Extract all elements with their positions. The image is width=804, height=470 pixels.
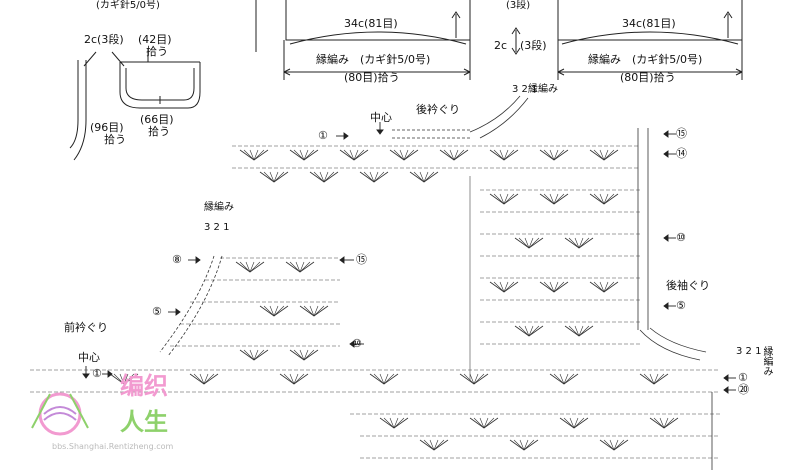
row-1-front: ① [92, 367, 102, 380]
row-1-right: ① [738, 371, 748, 384]
watermark-site: bbs.Shanghai.Rentizheng.com [52, 442, 174, 451]
top-middle-panel [255, 0, 471, 80]
top-right-rows: (3段) [506, 0, 531, 11]
side-count-label: 2c(3段) [84, 33, 124, 46]
top-right-edging: 縁編み (カギ針5/0号) [588, 53, 703, 66]
row-1-back: ① [318, 129, 328, 142]
right-body-rows [480, 128, 707, 361]
watermark-text-b: 人生 [120, 408, 168, 436]
edging-top-label: 縁編み [528, 84, 558, 95]
front-body-rows [159, 255, 340, 361]
row-10-left: ⑩ [352, 337, 362, 350]
edging-left-label: 縁編み [204, 202, 234, 213]
back-rows [232, 95, 640, 380]
top-middle-width: 34c(81目) [344, 17, 398, 30]
yarn-ball-icon [31, 392, 89, 436]
top-right-panel [511, 0, 743, 80]
pickup-66-sub: 拾う [148, 125, 170, 138]
collar-sketch [69, 48, 201, 161]
top-middle-pickup: (80目)拾う [344, 71, 400, 84]
edging-right-label: 縁編み [761, 346, 772, 376]
center-front-label: 中心 [78, 351, 100, 364]
row-20-right: ⑳ [738, 383, 749, 396]
row-15-left: ⑮ [356, 253, 367, 266]
armhole-label: 後袖ぐり [666, 279, 710, 292]
top-right-width: 34c(81目) [622, 17, 676, 30]
top-right-pickup: (80目)拾う [620, 71, 676, 84]
pickup-96-sub: 拾う [104, 133, 126, 146]
back-neck-label: 後衿ぐり [416, 103, 460, 116]
row-15-right: ⑮ [676, 127, 687, 140]
pickup-66-label: (66目) [140, 113, 174, 126]
row-nums-top: 3 2 1 [512, 84, 538, 95]
row-5-right: ⑤ [676, 299, 686, 312]
hook-size-label-left: (カギ針5/0号) [96, 0, 160, 11]
pickup-42-sub: 拾う [146, 45, 168, 58]
row-8-left: ⑧ [172, 253, 182, 266]
row-nums-left: 3 2 1 [204, 222, 230, 233]
pickup-96-label: (96目) [90, 121, 124, 134]
center-back-label: 中心 [370, 111, 392, 124]
row-14-right: ⑭ [676, 147, 687, 160]
row-5-left: ⑤ [152, 305, 162, 318]
watermark-text-a: 编织 [120, 372, 168, 400]
top-right-side-2c: 2c [494, 39, 508, 52]
row-arrows [82, 122, 736, 394]
top-right-side-3: (3段) [520, 39, 547, 52]
front-neck-label: 前衿ぐり [64, 321, 108, 334]
row-10-right: ⑩ [676, 231, 686, 244]
bottom-rows [30, 369, 720, 470]
top-middle-edging: 縁編み (カギ針5/0号) [316, 53, 431, 66]
pickup-42-label: (42目) [138, 33, 172, 46]
row-nums-right: 3 2 1 [736, 346, 762, 357]
